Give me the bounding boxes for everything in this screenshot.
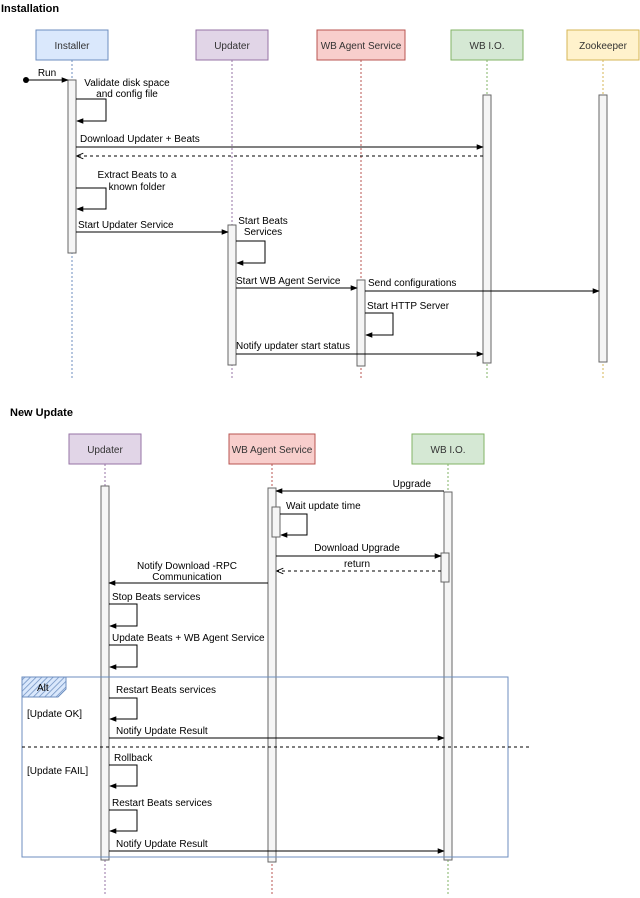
msg-label: return — [344, 559, 370, 570]
msg-label: Wait update time — [286, 501, 361, 512]
msg-notify-fail: Notify Update Result — [109, 839, 445, 854]
alt-frame: Alt [Update OK] [Update FAIL] — [21, 676, 532, 858]
installation-activations — [67, 79, 608, 367]
actor-label: WB Agent Service — [232, 445, 313, 456]
msg-label: Validate disk space — [84, 78, 170, 89]
msg-label: Download Updater + Beats — [80, 134, 200, 145]
msg-send-config: Send configurations — [365, 278, 600, 294]
actor-wb-agent-service: WB Agent Service — [316, 29, 406, 61]
msg-label: Notify Update Result — [116, 839, 208, 850]
msg-label: Start HTTP Server — [367, 301, 450, 312]
actor-wb-io-2: WB I.O. — [411, 433, 485, 465]
msg-label: Update Beats + WB Agent Service — [112, 633, 265, 644]
msg-label: Upgrade — [393, 479, 432, 490]
msg-label: Download Upgrade — [314, 543, 400, 554]
actor-label: Installer — [54, 41, 90, 52]
update-activations — [100, 485, 453, 863]
actor-wb-agent-service-2: WB Agent Service — [228, 433, 316, 465]
actor-updater: Updater — [195, 29, 269, 61]
msg-label: Start Beats — [238, 216, 287, 227]
msg-label: Notify updater start status — [236, 341, 350, 352]
msg-start-updater: Start Updater Service — [76, 220, 229, 235]
msg-notify-status: Notify updater start status — [236, 341, 484, 357]
msg-label: and config file — [96, 89, 158, 100]
installation-title: Installation — [1, 3, 59, 15]
actor-label: Zookeeper — [579, 41, 627, 52]
actor-wb-io: WB I.O. — [450, 29, 524, 61]
msg-download-upgrade: Download Upgrade — [276, 543, 442, 559]
guard-update-ok: [Update OK] — [27, 709, 82, 720]
msg-restart-fail: Restart Beats services — [109, 798, 212, 834]
actor-zookeeper: Zookeeper — [566, 29, 640, 61]
msg-notify-download: Notify Download -RPC Communication — [108, 561, 268, 586]
msg-run: Run — [23, 68, 69, 83]
msg-label: Send configurations — [368, 278, 456, 289]
installation-lifelines — [71, 60, 604, 378]
actor-label: WB I.O. — [431, 445, 466, 456]
msg-restart-ok: Restart Beats services — [109, 685, 216, 722]
msg-label: Services — [244, 227, 282, 238]
actor-label: WB Agent Service — [321, 41, 402, 52]
actor-updater-2: Updater — [68, 433, 142, 465]
msg-label: Start WB Agent Service — [236, 276, 341, 287]
msg-rollback: Rollback — [109, 753, 153, 789]
msg-wait: Wait update time — [280, 501, 361, 538]
actor-label: WB I.O. — [470, 41, 505, 52]
msg-upgrade: Upgrade — [275, 479, 444, 494]
msg-update-beats: Update Beats + WB Agent Service — [109, 633, 265, 670]
actor-installer: Installer — [35, 29, 109, 61]
msg-extract: Extract Beats to a known folder — [76, 170, 177, 212]
update-title: New Update — [10, 407, 73, 419]
msg-label: Notify Download -RPC — [137, 561, 237, 572]
msg-label: Communication — [152, 572, 221, 583]
msg-label: Extract Beats to a — [98, 170, 177, 181]
msg-label: known folder — [109, 182, 166, 193]
msg-label: Stop Beats services — [112, 592, 200, 603]
msg-notify-ok: Notify Update Result — [109, 726, 445, 741]
msg-label: Run — [38, 68, 56, 79]
alt-label: Alt — [37, 683, 49, 694]
msg-label: Notify Update Result — [116, 726, 208, 737]
msg-start-http: Start HTTP Server — [365, 301, 450, 338]
guard-update-fail: [Update FAIL] — [27, 766, 88, 777]
msg-download: Download Updater + Beats — [76, 134, 484, 150]
actor-label: Updater — [87, 445, 123, 456]
msg-start-beats: Start Beats Services — [236, 216, 288, 266]
msg-stop-beats: Stop Beats services — [109, 592, 200, 629]
msg-start-agent: Start WB Agent Service — [236, 276, 358, 291]
msg-validate: Validate disk space and config file — [76, 78, 170, 124]
msg-label: Rollback — [114, 753, 153, 764]
msg-label: Start Updater Service — [78, 220, 174, 231]
msg-return: return — [277, 559, 441, 571]
msg-label: Restart Beats services — [112, 798, 212, 809]
actor-label: Updater — [214, 41, 250, 52]
msg-label: Restart Beats services — [116, 685, 216, 696]
